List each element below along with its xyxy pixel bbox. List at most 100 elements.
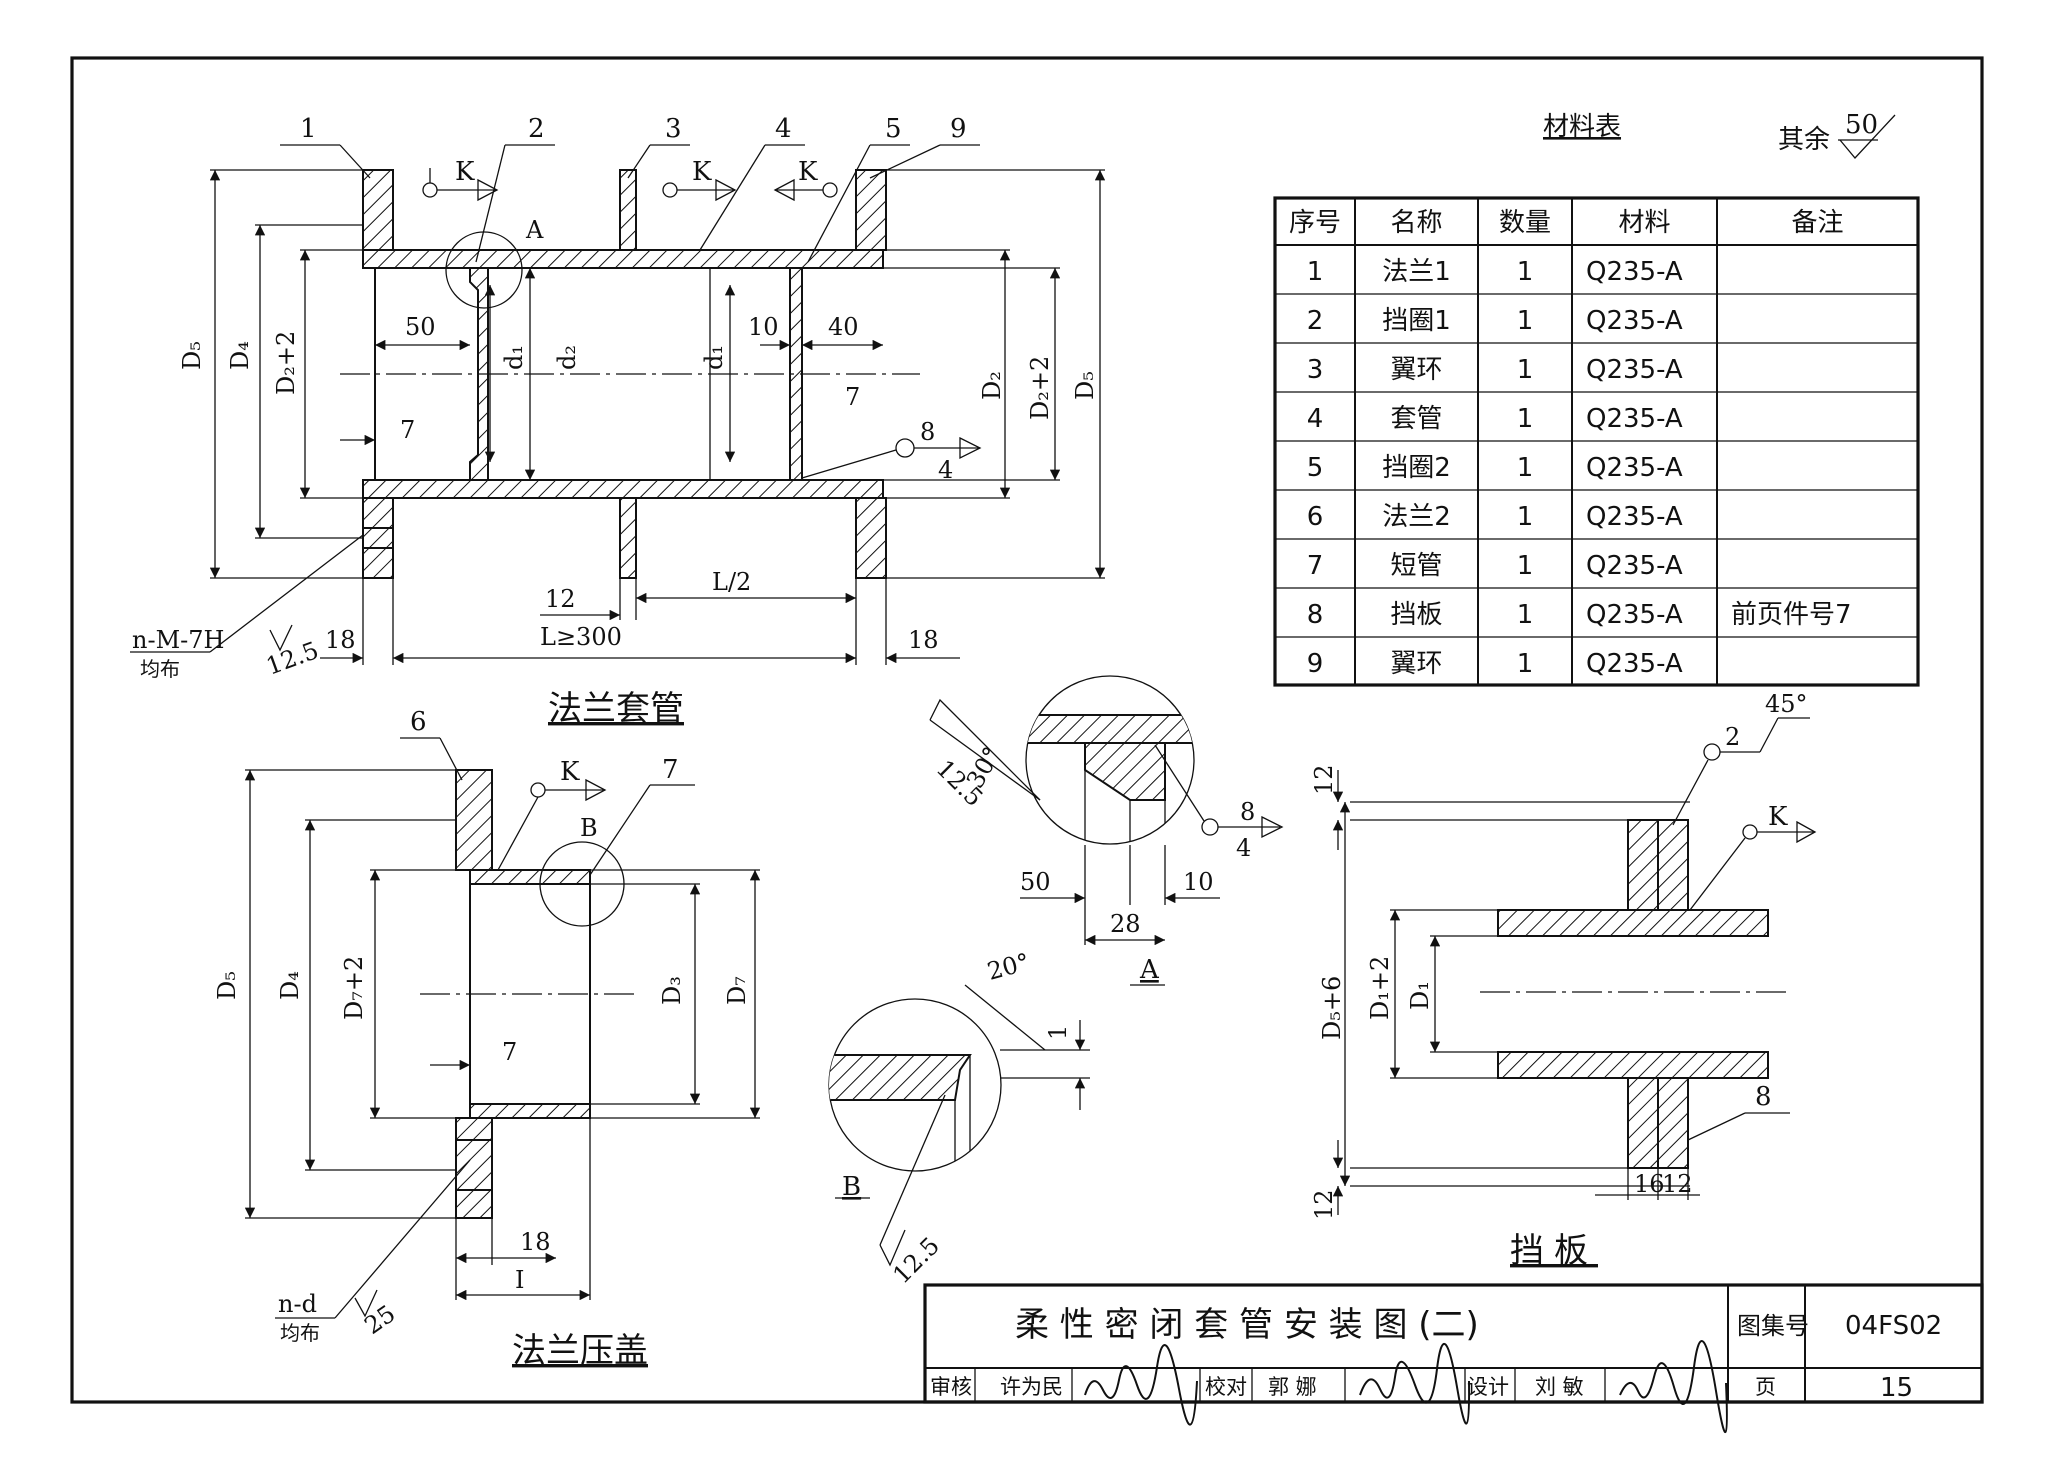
designer-name: 刘 敏 [1535, 1375, 1584, 1399]
angle-45: 45° [1765, 690, 1808, 718]
dim-d1-left: d₁ [500, 345, 528, 370]
atlas-number: 04FS02 [1845, 1311, 1942, 1341]
dim-d5: D₅ [178, 341, 206, 370]
table-cell: Q235-A [1586, 306, 1683, 336]
title-block: 柔 性 密 闭 套 管 安 装 图 (二) 图集号 04FS02 审核 许为民 … [923, 1283, 1984, 1433]
table-cell: 1 [1517, 453, 1534, 483]
detail-b-view [828, 984, 1090, 1267]
dim-L: L≥300 [540, 623, 622, 651]
table-cell: Q235-A [1586, 649, 1683, 679]
weld-2: 2 [1725, 723, 1740, 751]
dim-I: I [515, 1266, 524, 1294]
table-cell: 法兰2 [1382, 502, 1451, 532]
angle-20: 20° [984, 948, 1032, 986]
dim-d7p2: D₇+2 [340, 956, 368, 1020]
dim-d5p6: D₅+6 [1318, 976, 1346, 1040]
even-dist-note-1: 均布 [140, 657, 180, 681]
roughness-12-5-a: 12.5 [262, 636, 322, 681]
dim-d3: D₃ [658, 976, 686, 1005]
table-cell: 挡圈2 [1382, 453, 1451, 483]
weld-a-4: 4 [1236, 834, 1251, 862]
table-cell: 1 [1517, 551, 1534, 581]
table-cell: 前页件号7 [1731, 600, 1852, 630]
table-cell: 短管 [1390, 551, 1442, 581]
weld-a-8: 8 [1240, 798, 1255, 826]
table-cell: 7 [1307, 551, 1324, 581]
flange-sleeve-view [130, 144, 1106, 665]
designer-signature [1619, 1340, 1728, 1433]
table-cell: 法兰1 [1382, 257, 1451, 287]
callout-5: 5 [885, 114, 902, 144]
roughness-symbol [1839, 114, 1896, 159]
table-cell: Q235-A [1586, 404, 1683, 434]
weld-k-1: K [455, 157, 475, 187]
hole-note: n-d [278, 1290, 317, 1318]
view-title-baffle: 挡板 [1510, 1231, 1598, 1271]
dim-7-cover: 7 [502, 1038, 517, 1066]
dim-d2p2-right: D₂+2 [1026, 356, 1054, 420]
callout-7: 7 [662, 755, 679, 785]
thread-note: n-M-7H [132, 626, 224, 654]
detail-a-view [929, 675, 1284, 986]
table-cell: 3 [1307, 355, 1324, 385]
table-cell: 1 [1517, 404, 1534, 434]
callout-9: 9 [950, 114, 967, 144]
dim-d5-cover: D₅ [213, 971, 241, 1000]
table-cell: 1 [1517, 257, 1534, 287]
callout-8: 8 [1755, 1082, 1772, 1112]
table-cell: 8 [1307, 600, 1324, 630]
dim-12-bottom: 12 [1310, 1189, 1338, 1220]
page-number: 15 [1880, 1373, 1913, 1403]
sheet-border [70, 56, 1984, 1404]
checker-name: 郭 娜 [1268, 1375, 1317, 1399]
table-cell: 1 [1517, 649, 1534, 679]
view-title-flange-cover: 法兰压盖 [512, 1331, 648, 1371]
material-table: 材料表 其余 50 [1273, 110, 1920, 687]
baffle-labels: 12 12 D₅+6 D₁+2 D₁ 2 45° K 8 16 12 挡板 [1310, 690, 1808, 1271]
dim-18-cover: 18 [520, 1228, 551, 1256]
table-header-cell: 序号 [1289, 208, 1341, 238]
table-cell: 9 [1307, 649, 1324, 679]
detail-a-labels: 12.5 30° 8 4 50 10 28 A [931, 742, 1256, 985]
table-cell: Q235-A [1586, 355, 1683, 385]
dim-50: 50 [405, 313, 436, 341]
table-cell: 6 [1307, 502, 1324, 532]
table-cell: Q235-A [1586, 453, 1683, 483]
roughness-note: 其余 [1778, 125, 1830, 155]
roughness-12-5-c: 12.5 [887, 1232, 945, 1290]
callout-4: 4 [775, 114, 792, 144]
reviewer-signature [1084, 1344, 1198, 1426]
table-cell: 挡圈1 [1382, 306, 1451, 336]
dim-7-left: 7 [400, 416, 415, 444]
dim-d4-cover: D₄ [276, 971, 304, 1000]
dim-d1: D₁ [1406, 981, 1434, 1010]
table-cell: 翼环 [1390, 355, 1442, 385]
dim-d2: d₂ [553, 345, 581, 370]
dim-12-baffle: 12 [1662, 1170, 1693, 1198]
checker-signature [1359, 1343, 1471, 1425]
table-cell: 4 [1307, 404, 1324, 434]
weld-4: 4 [938, 456, 953, 484]
dim-L2: L/2 [712, 568, 751, 596]
dim-10: 10 [748, 313, 779, 341]
dim-d4: D₄ [226, 341, 254, 370]
table-cell: Q235-A [1586, 600, 1683, 630]
weld-k-baffle: K [1768, 802, 1788, 832]
dim-28: 28 [1110, 910, 1141, 938]
dim-7-right: 7 [845, 383, 860, 411]
dim-d2-cap: D₂ [978, 371, 1006, 400]
even-dist-note-2: 均布 [280, 1321, 320, 1345]
table-title: 材料表 [1543, 112, 1621, 142]
view-title-flange-sleeve: 法兰套管 [548, 689, 684, 729]
flange-sleeve-labels: 1 2 3 4 5 9 K K K A D₅ D₄ D₂+2 d₁ d₂ d₁ … [132, 114, 1099, 729]
dim-18-left: 18 [325, 626, 356, 654]
table-cell: 1 [1517, 600, 1534, 630]
dim-d5-right: D₅ [1071, 371, 1099, 400]
detail-b-title: B [842, 1172, 861, 1202]
table-cell: Q235-A [1586, 551, 1683, 581]
dim-10-a: 10 [1183, 868, 1214, 896]
dim-d1-right: d₁ [700, 345, 728, 370]
table-cell: 5 [1307, 453, 1324, 483]
detail-b-labels: 20° 1 12.5 B [842, 948, 1072, 1290]
